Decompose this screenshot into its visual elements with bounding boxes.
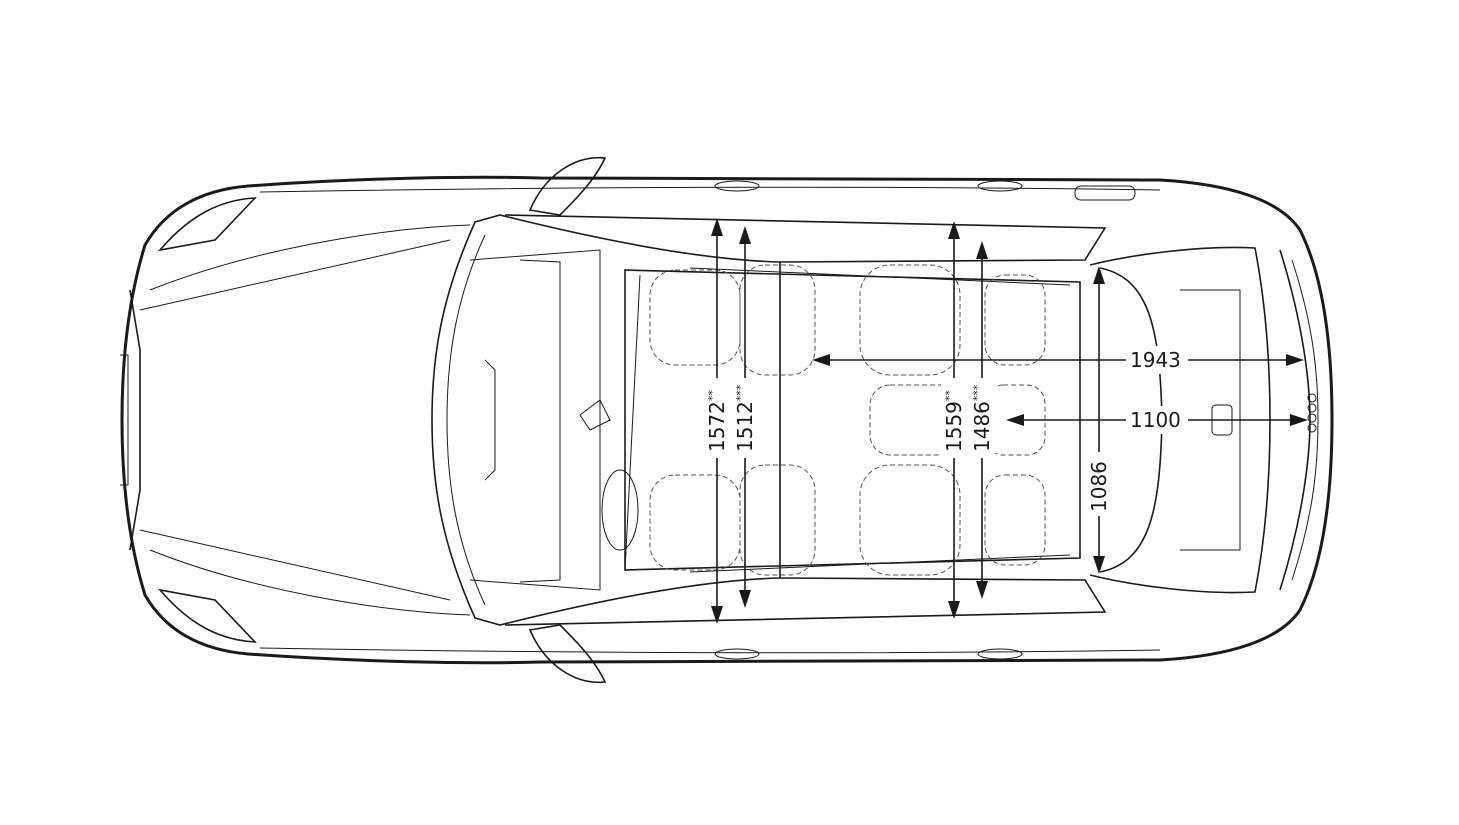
dim-arrow-1943-left [812,354,830,366]
dim-arrow-1100-right [1290,414,1308,426]
car-body [120,175,1334,665]
dim-arrow-1559-top [948,221,960,239]
dim-arrow-1512-bottom [739,590,751,608]
dim-arrow-1486-bottom [976,581,988,599]
label-1086: 1086 [1087,461,1111,512]
dimension-lines [711,218,1308,624]
label-1486: 1486*** [970,384,994,452]
door-handles [714,180,1136,660]
dim-arrow-1100-left [1006,414,1024,426]
dim-arrow-1572-bottom [711,606,723,624]
label-1512: 1512*** [733,384,757,452]
dim-arrow-1572-top [711,218,723,236]
dim-arrow-1486-top [976,241,988,259]
dim-arrow-1943-right [1286,354,1304,366]
label-1943: 1943 [1130,348,1181,372]
label-1100: 1100 [1130,408,1181,432]
dim-arrow-1512-top [739,226,751,244]
dimension-labels: 1572** 1512*** 1559** 1486*** 1086 1943 … [704,346,1188,516]
label-1572: 1572** [705,390,729,452]
label-1559: 1559** [942,390,966,452]
dim-arrow-1086-top [1093,266,1105,284]
side-mirrors [528,156,607,684]
dim-arrow-1086-bottom [1093,556,1105,574]
dim-arrow-1559-bottom [948,601,960,619]
interior-seats [469,249,1046,591]
